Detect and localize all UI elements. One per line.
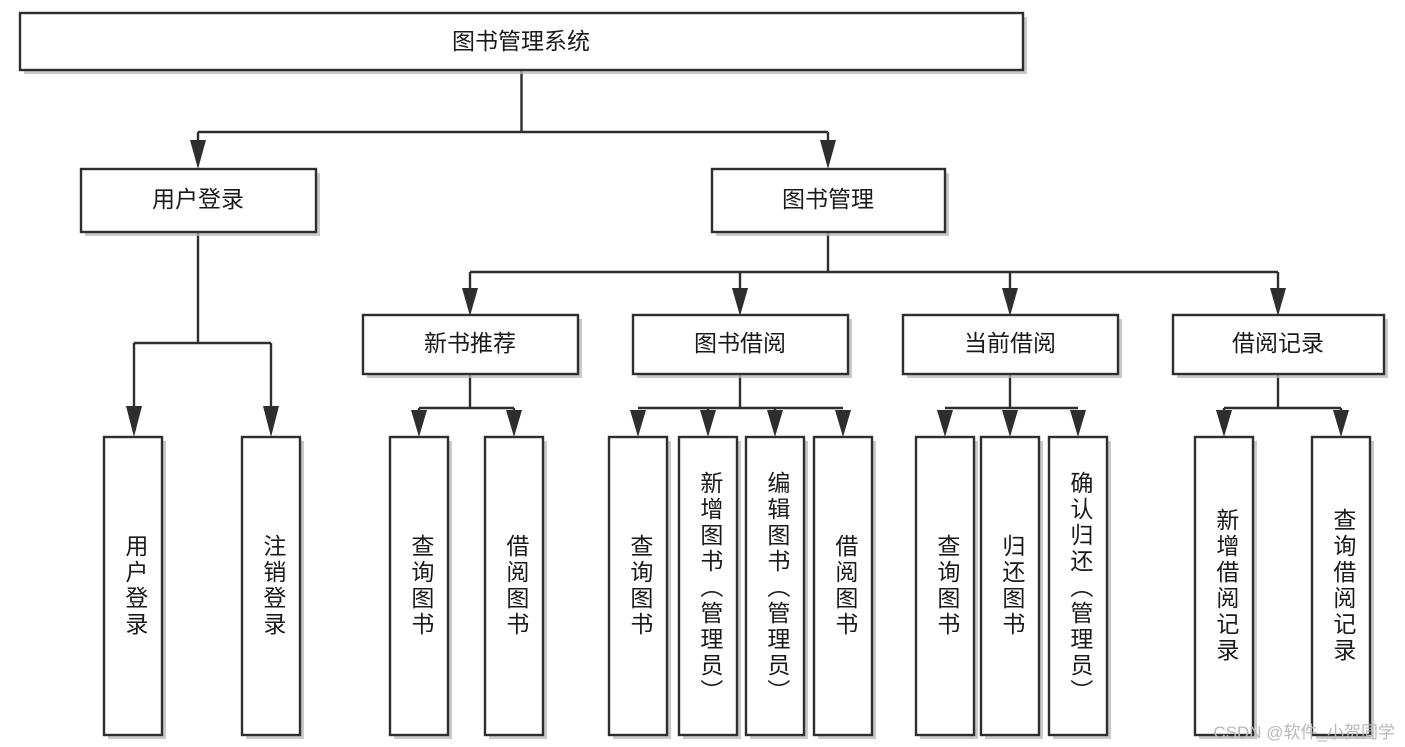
arrow-borrowrecord-leaf-1 — [1216, 410, 1232, 437]
arrow-bookborrow-leaf-4 — [835, 410, 851, 437]
node-new-book-recommend[interactable]: 新书推荐 — [361, 313, 582, 378]
arrow-borrowrecord-leaf-2 — [1333, 410, 1349, 437]
leaf-new-book-1[interactable]: 查询图书 — [388, 435, 452, 739]
leaf-borrow-record-2[interactable]: 查询借阅记录 — [1310, 435, 1374, 739]
leaf-book-borrow-1-box[interactable] — [607, 435, 669, 737]
leaf-book-borrow-1-label: 查询图书 — [627, 534, 654, 638]
arrow-userlogin-leaf-2 — [263, 406, 279, 437]
node-borrow-record-box[interactable] — [1171, 313, 1386, 376]
node-root-label: 图书管理系统 — [452, 28, 590, 54]
leaf-book-borrow-4-label: 借阅图书 — [832, 534, 859, 638]
arrow-to-currentborrow — [1002, 288, 1018, 316]
leaf-current-borrow-3[interactable]: 确认归还（管理员） — [1047, 435, 1111, 739]
leaf-borrow-record-1[interactable]: 新增借阅记录 — [1193, 435, 1257, 739]
arrow-newbook-leaf-1 — [411, 410, 427, 437]
node-user-login[interactable]: 用户登录 — [79, 167, 320, 236]
connector-layer — [126, 70, 1349, 437]
leaf-new-book-1-box[interactable] — [388, 435, 450, 737]
leaf-borrow-record-2-box[interactable] — [1310, 435, 1372, 737]
leaf-new-book-2-label: 借阅图书 — [503, 534, 530, 638]
leaf-user-login-1-label: 用户登录 — [122, 534, 149, 638]
arrow-to-userlogin — [190, 140, 206, 169]
leaf-book-borrow-2[interactable]: 新增图书（管理员） — [677, 435, 741, 739]
node-root-box[interactable] — [18, 11, 1025, 72]
arrow-to-newbook — [462, 288, 478, 316]
leaf-book-borrow-2-label: 新增图书（管理员） — [697, 471, 724, 705]
leaf-current-borrow-2-box[interactable] — [979, 435, 1041, 737]
node-current-borrow-box[interactable] — [901, 313, 1120, 376]
leaf-borrow-record-2-label: 查询借阅记录 — [1330, 508, 1357, 664]
leaf-user-login-1-box[interactable] — [102, 435, 164, 737]
leaf-current-borrow-3-box[interactable] — [1047, 435, 1109, 737]
arrow-currentborrow-leaf-1 — [937, 410, 953, 437]
leaf-borrow-record-1-label: 新增借阅记录 — [1213, 508, 1240, 664]
node-new-book-recommend-box[interactable] — [361, 313, 580, 376]
leaf-user-login-2-label: 注销登录 — [260, 534, 287, 638]
node-root[interactable]: 图书管理系统 — [18, 11, 1027, 74]
leaf-current-borrow-3-label: 确认归还（管理员） — [1067, 471, 1094, 705]
arrow-bookborrow-leaf-3 — [767, 410, 783, 437]
leaf-book-borrow-3[interactable]: 编辑图书（管理员） — [744, 435, 808, 739]
leaf-user-login-2[interactable]: 注销登录 — [240, 435, 304, 739]
node-current-borrow[interactable]: 当前借阅 — [901, 313, 1122, 378]
node-book-borrow[interactable]: 图书借阅 — [631, 313, 852, 378]
leaf-book-borrow-3-box[interactable] — [744, 435, 806, 737]
leaf-new-book-1-label: 查询图书 — [408, 534, 435, 638]
node-book-management-label: 图书管理 — [782, 186, 874, 212]
arrow-currentborrow-leaf-3 — [1070, 410, 1086, 437]
arrow-to-bookborrow — [732, 288, 748, 316]
arrow-userlogin-leaf-1 — [126, 406, 142, 437]
node-borrow-record-label: 借阅记录 — [1232, 330, 1324, 356]
node-book-borrow-box[interactable] — [631, 313, 850, 376]
leaf-current-borrow-1[interactable]: 查询图书 — [914, 435, 978, 739]
node-book-borrow-label: 图书借阅 — [694, 330, 786, 356]
arrow-bookborrow-leaf-1 — [630, 410, 646, 437]
leaf-book-borrow-2-box[interactable] — [677, 435, 739, 737]
leaf-current-borrow-2[interactable]: 归还图书 — [979, 435, 1043, 739]
node-book-management[interactable]: 图书管理 — [710, 167, 949, 236]
arrow-newbook-leaf-2 — [506, 410, 522, 437]
arrow-currentborrow-leaf-2 — [1002, 410, 1018, 437]
node-user-login-label: 用户登录 — [152, 186, 244, 212]
leaf-borrow-record-1-box[interactable] — [1193, 435, 1255, 737]
leaf-new-book-2-box[interactable] — [483, 435, 545, 737]
leaf-book-borrow-4-box[interactable] — [812, 435, 874, 737]
leaf-book-borrow-1[interactable]: 查询图书 — [607, 435, 671, 739]
arrow-to-bookmgmt — [820, 140, 836, 169]
node-book-management-box[interactable] — [710, 167, 947, 234]
leaf-current-borrow-1-label: 查询图书 — [934, 534, 961, 638]
leaf-new-book-2[interactable]: 借阅图书 — [483, 435, 547, 739]
leaf-current-borrow-2-label: 归还图书 — [999, 534, 1026, 638]
leaf-user-login-2-box[interactable] — [240, 435, 302, 737]
arrow-bookborrow-leaf-2 — [700, 410, 716, 437]
node-borrow-record[interactable]: 借阅记录 — [1171, 313, 1388, 378]
arrow-to-borrowrecord — [1270, 288, 1286, 316]
leaf-current-borrow-1-box[interactable] — [914, 435, 976, 737]
leaf-user-login-1[interactable]: 用户登录 — [102, 435, 166, 739]
node-new-book-recommend-label: 新书推荐 — [424, 330, 516, 356]
node-user-login-box[interactable] — [79, 167, 318, 234]
node-current-borrow-label: 当前借阅 — [964, 330, 1056, 356]
leaf-book-borrow-3-label: 编辑图书（管理员） — [764, 471, 791, 705]
leaf-book-borrow-4[interactable]: 借阅图书 — [812, 435, 876, 739]
